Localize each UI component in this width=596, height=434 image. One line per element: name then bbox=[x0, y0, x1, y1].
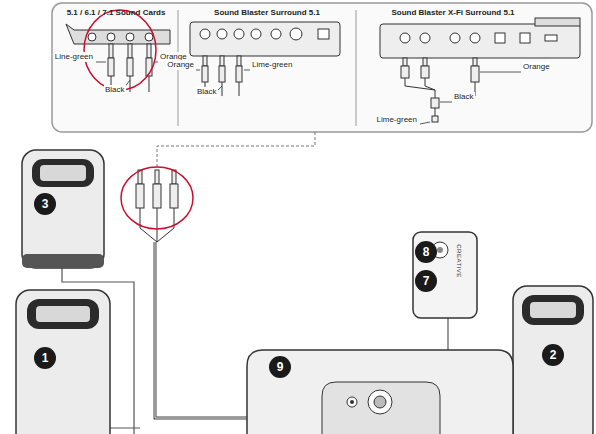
panel-section: Sound Blaster X-Fi Surround 5.1 bbox=[358, 8, 548, 17]
callout-number: 2 bbox=[542, 344, 564, 366]
cable-color-label: Orange bbox=[522, 62, 551, 72]
cable-color-label: Black bbox=[104, 85, 126, 95]
section-heading: Sound Blaster Surround 5.1 bbox=[180, 8, 354, 17]
cable-color-label: Lime-green bbox=[376, 115, 418, 125]
callout-number: 8 bbox=[415, 241, 437, 263]
panel-section: Sound Blaster Surround 5.1 bbox=[180, 8, 354, 17]
cable-color-label: Lime-green bbox=[251, 60, 293, 70]
cable-color-label: Black bbox=[453, 92, 475, 102]
section-heading: Sound Blaster X-Fi Surround 5.1 bbox=[358, 8, 548, 17]
cable-color-label: Orange bbox=[166, 60, 195, 70]
callout-number: 7 bbox=[415, 270, 437, 292]
panel-section: 5.1 / 6.1 / 7.1 Sound Cards bbox=[56, 8, 176, 17]
callout-number: 3 bbox=[34, 193, 56, 215]
cable-color-label: Line-green bbox=[54, 52, 94, 62]
section-heading: 5.1 / 6.1 / 7.1 Sound Cards bbox=[56, 8, 176, 17]
cable-color-label: Black bbox=[196, 87, 218, 97]
callout-number: 9 bbox=[269, 356, 291, 378]
callout-number: 1 bbox=[34, 347, 56, 369]
brand-logo: CREATIVE bbox=[456, 244, 462, 278]
